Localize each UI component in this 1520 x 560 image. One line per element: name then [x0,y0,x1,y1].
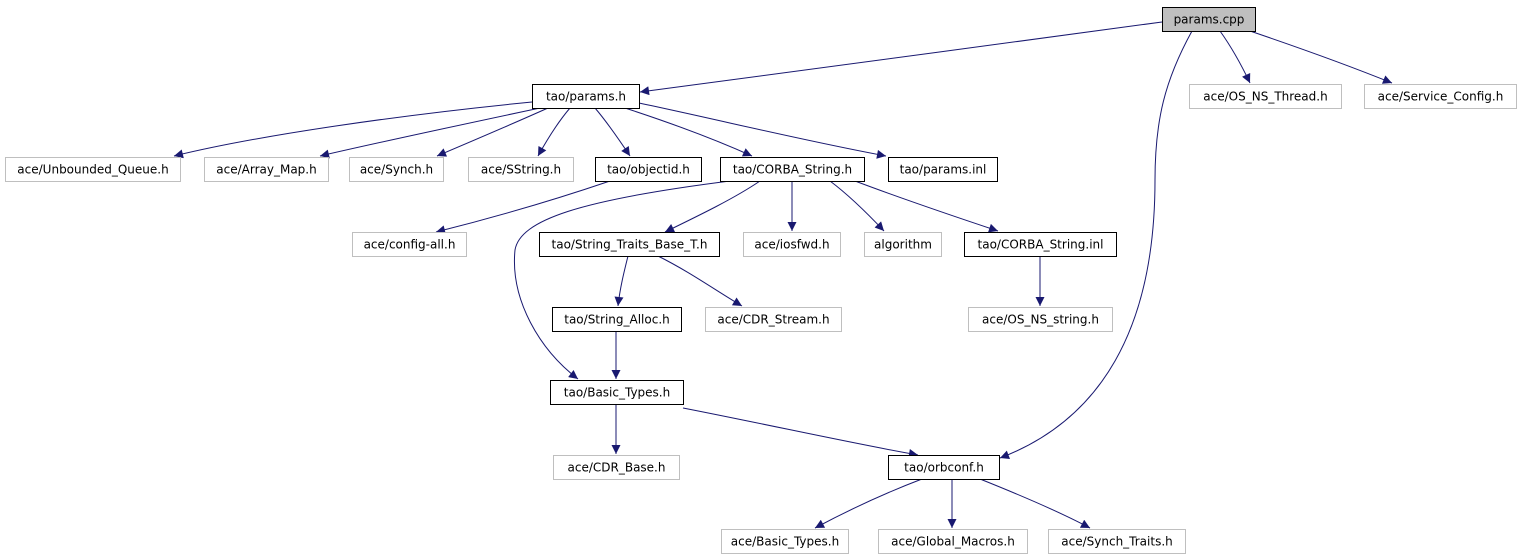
edge-tao-corba-string-h-to-algorithm [829,180,885,232]
node-box [1189,84,1342,109]
node-label: ace/OS_NS_string.h [982,313,1099,327]
edge-tao-params-h-to-ace-sstring-h [537,107,571,157]
edge-tao-params-h-to-ace-synch-h [436,107,549,157]
node-box [968,307,1113,332]
node-tao-corba-string-h[interactable]: tao/CORBA_String.h [720,157,865,182]
node-ace-iosfwd-h: ace/iosfwd.h [743,232,841,257]
node-box [553,455,680,480]
edges-layer [173,21,1393,529]
node-ace-synch-h: ace/Synch.h [349,157,444,182]
node-tao-string-alloc-h[interactable]: tao/String_Alloc.h [552,307,682,332]
edge-params-cpp-to-tao-orbconf-h [999,30,1193,460]
node-box [595,157,702,182]
node-label: ace/Global_Macros.h [891,535,1015,549]
node-box [888,157,998,182]
node-ace-global-macros-h: ace/Global_Macros.h [878,529,1028,554]
node-label: ace/config-all.h [364,238,456,252]
node-box [550,380,684,405]
node-box [204,157,329,182]
edge-tao-string-traits-base-t-h-to-tao-string-alloc-h [614,255,629,307]
node-ace-service-config-h: ace/Service_Config.h [1364,84,1517,109]
node-label: tao/String_Traits_Base_T.h [552,238,708,252]
node-label: tao/params.h [546,90,626,104]
node-label: tao/params.inl [900,163,987,177]
node-label: tao/orbconf.h [904,461,984,475]
node-box [705,307,842,332]
node-algorithm: algorithm [864,232,942,257]
node-label: tao/String_Alloc.h [564,313,670,327]
node-tao-corba-string-inl[interactable]: tao/CORBA_String.inl [964,232,1117,257]
edge-tao-corba-string-h-to-tao-basic-types-h [513,180,731,380]
node-label: ace/Basic_Types.h [731,535,839,549]
node-tao-string-traits-base-t-h[interactable]: tao/String_Traits_Base_T.h [539,232,720,257]
node-box [964,232,1117,257]
edge-params-cpp-to-ace-service-config-h [1249,30,1393,84]
node-label: ace/SString.h [481,163,561,177]
node-label: tao/CORBA_String.inl [978,238,1104,252]
node-box [888,455,1000,480]
node-box [743,232,841,257]
node-label: ace/Synch.h [360,163,433,177]
node-box [721,529,849,554]
node-box [468,157,574,182]
node-label: ace/CDR_Base.h [568,461,666,475]
edge-tao-params-h-to-tao-objectid-h [594,107,631,157]
node-ace-cdr-base-h: ace/CDR_Base.h [553,455,680,480]
node-label: ace/CDR_Stream.h [717,313,829,327]
edge-tao-params-h-to-tao-corba-string-h [624,107,753,157]
nodes-layer: params.cpp tao/params.h ace/OS_NS_Thread.h… [5,7,1517,554]
node-box [864,232,942,257]
node-tao-objectid-h[interactable]: tao/objectid.h [595,157,702,182]
node-ace-synch-traits-h: ace/Synch_Traits.h [1048,529,1186,554]
node-box [1048,529,1186,554]
node-label: tao/objectid.h [607,163,690,177]
node-label: ace/Array_Map.h [216,163,316,177]
node-tao-params-h[interactable]: tao/params.h [532,84,640,109]
edge-params-cpp-to-tao-params-h [639,21,1163,96]
node-ace-config-all-h: ace/config-all.h [352,232,467,257]
node-label: ace/Unbounded_Queue.h [17,163,168,177]
edge-tao-orbconf-h-to-ace-synch-traits-h [979,478,1091,529]
edge-tao-params-h-to-ace-array-map-h [319,107,541,159]
node-params-cpp[interactable]: params.cpp [1162,7,1256,32]
edge-tao-corba-string-h-to-tao-string-traits-base-t-h [664,180,761,233]
node-tao-orbconf-h[interactable]: tao/orbconf.h [888,455,1000,480]
node-ace-array-map-h: ace/Array_Map.h [204,157,329,182]
node-tao-basic-types-h[interactable]: tao/Basic_Types.h [550,380,684,405]
node-tao-params-inl[interactable]: tao/params.inl [888,157,998,182]
edge-tao-params-h-to-tao-params-inl [638,102,887,159]
edge-params-cpp-to-ace-os-ns-thread-h [1219,30,1251,84]
node-label: params.cpp [1174,13,1245,27]
node-ace-sstring-h: ace/SString.h [468,157,574,182]
node-label: tao/CORBA_String.h [733,163,852,177]
node-box [352,232,467,257]
node-label: ace/OS_NS_Thread.h [1203,90,1327,104]
edge-tao-basic-types-h-to-tao-orbconf-h [682,407,919,458]
node-box [1364,84,1517,109]
edge-tao-params-h-to-ace-unbounded-queue-h [173,101,533,159]
node-box [720,157,865,182]
node-ace-basic-types-h: ace/Basic_Types.h [721,529,849,554]
node-label: ace/Service_Config.h [1378,90,1504,104]
edge-tao-string-traits-base-t-h-to-ace-cdr-stream-h [657,255,743,307]
node-ace-unbounded-queue-h: ace/Unbounded_Queue.h [5,157,181,182]
node-box [878,529,1028,554]
node-box [1162,7,1256,32]
edge-tao-corba-string-h-to-tao-corba-string-inl [854,180,999,233]
node-box [539,232,720,257]
node-ace-os-ns-thread-h: ace/OS_NS_Thread.h [1189,84,1342,109]
edge-tao-objectid-h-to-ace-config-all-h [435,180,611,235]
node-ace-os-ns-string-h: ace/OS_NS_string.h [968,307,1113,332]
node-label: algorithm [874,238,932,252]
node-label: tao/Basic_Types.h [564,386,670,400]
node-box [532,84,640,109]
edge-tao-orbconf-h-to-ace-basic-types-h [814,478,923,529]
node-box [5,157,181,182]
node-label: ace/iosfwd.h [754,238,829,252]
node-box [349,157,444,182]
node-ace-cdr-stream-h: ace/CDR_Stream.h [705,307,842,332]
node-box [552,307,682,332]
node-label: ace/Synch_Traits.h [1061,535,1172,549]
